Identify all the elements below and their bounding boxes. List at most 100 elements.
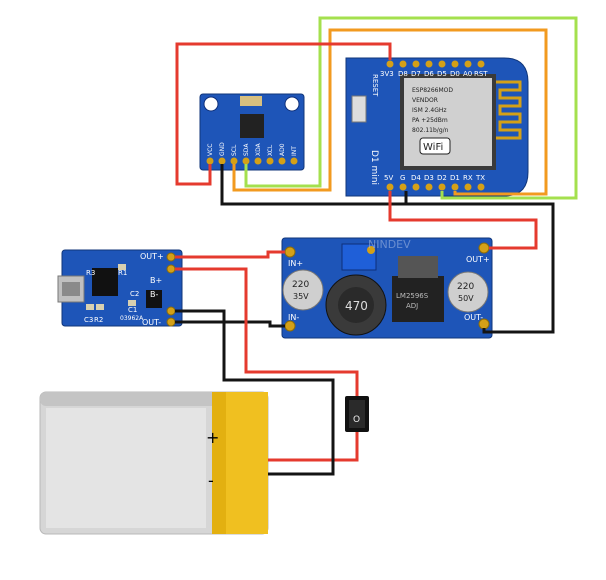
d1-bottom-label-rx: RX <box>463 174 473 182</box>
ic-label-2: ADJ <box>406 302 418 310</box>
mpu-pin-label-xda: XDA <box>255 142 262 156</box>
d1-top-label-d7: D7 <box>411 70 421 78</box>
charger-pad-b-plus <box>166 264 176 274</box>
d1-pin-tx <box>477 183 485 191</box>
mpu-pin-xda <box>254 157 262 165</box>
d1-pin-d1 <box>451 183 459 191</box>
d1-pin-d3 <box>425 183 433 191</box>
charger-b-plus-label: B+ <box>150 276 162 285</box>
d1-bottom-pins <box>386 183 485 191</box>
charger-pad-b-minus <box>166 306 176 316</box>
d1-bottom-label-d3: D3 <box>424 174 434 182</box>
d1-top-label-rst: RST <box>474 70 488 78</box>
mpu-pin-label-xcl: XCL <box>267 144 274 156</box>
mpu-mount-hole <box>284 96 300 112</box>
mpu-pin-scl <box>230 157 238 165</box>
mpu-pin-vcc <box>206 157 214 165</box>
charger-out-plus-label: OUT+ <box>140 252 164 261</box>
mpu-pin-label-int: INT <box>291 146 298 156</box>
wire-gnd-to-g <box>220 164 408 206</box>
charger-board-text: 03962A <box>120 315 144 322</box>
mpu-pin-label-sda: SDA <box>243 143 250 156</box>
d1-reset-button <box>351 95 367 123</box>
wire-charger-gnd-to-buck-gnd <box>175 320 285 328</box>
wires <box>175 16 578 476</box>
d1-pin-d0 <box>451 60 459 68</box>
mpu-pin-xcl <box>266 157 274 165</box>
esp-label-3: ISM 2.4GHz <box>412 107 447 114</box>
buck-pad-in-minus <box>284 320 296 332</box>
charger-module: R3 R1 C2 C1 C3 R2 03962A OUT+ B+ B- OUT- <box>57 249 183 327</box>
wire-bminus-to-battery-minus <box>175 309 335 476</box>
d1-pin-d8 <box>399 60 407 68</box>
d1-bottom-label-tx: TX <box>475 174 485 182</box>
charger-label-c2: C2 <box>130 290 139 298</box>
d1-pin-3v3 <box>386 60 394 68</box>
buck-capacitor-right <box>447 271 489 313</box>
buck-converter: IN+ IN- OUT+ OUT- 220 35V 470 LM2596S AD… <box>281 237 493 339</box>
wire-sda-to-d2 <box>244 16 578 200</box>
smd-component <box>128 300 136 306</box>
mpu-regulator <box>240 96 262 106</box>
watermark: NINDEV <box>368 238 411 251</box>
d1-pin-d7 <box>412 60 420 68</box>
buck-out-minus-label: OUT- <box>464 313 483 322</box>
smd-component <box>86 304 94 310</box>
cap-left-voltage: 35V <box>293 292 309 301</box>
cap-left-value: 220 <box>292 280 309 290</box>
wire-vcc-to-3v3 <box>175 42 392 186</box>
smd-component <box>118 264 126 270</box>
d1-top-label-d0: D0 <box>450 70 460 78</box>
d1-mini-board: ESP8266MOD VENDOR ISM 2.4GHz PA +25dBm 8… <box>345 57 529 197</box>
switch-rocker <box>349 400 365 428</box>
lipo-battery: + - <box>39 391 269 535</box>
buck-in-minus-label: IN- <box>288 313 299 322</box>
smd-component <box>96 304 104 310</box>
d1-pin-d4 <box>412 183 420 191</box>
mpu-pin-label-ad0: AD0 <box>279 143 286 156</box>
mpu-title: GY-521 <box>248 82 269 89</box>
buck-ic <box>392 276 444 322</box>
charger-pad-out-minus <box>166 317 176 327</box>
battery-top-edge <box>40 392 268 406</box>
mpu-pin-row <box>206 157 298 165</box>
wire-g-to-buck-out-minus <box>406 202 555 334</box>
wire-scl-to-d1 <box>232 28 548 196</box>
charger-label-c3: C3 <box>84 316 93 324</box>
d1-pin-d6 <box>425 60 433 68</box>
buck-pad-in-plus <box>284 246 296 258</box>
cap-right-voltage: 50V <box>458 294 474 303</box>
mpu6050-module: GY-521 VCC GND SCL SDA XDA XCL AD0 INT <box>199 82 305 171</box>
d1-top-label-a0: A0 <box>463 70 472 78</box>
mpu-pin-ad0 <box>278 157 286 165</box>
d1-pin-5v <box>386 183 394 191</box>
wire-charger-out-to-buck-in <box>175 250 285 259</box>
wire-bplus-to-switch <box>175 267 359 396</box>
charger-label-r2: R2 <box>94 316 103 324</box>
pcb-antenna <box>496 80 522 140</box>
mpu-pin-label-scl: SCL <box>231 144 238 156</box>
charger-out-minus-label: OUT- <box>142 318 161 327</box>
d1-bottom-label-d2: D2 <box>437 174 447 182</box>
d1-pin-g <box>399 183 407 191</box>
protection-chip <box>146 290 162 308</box>
d1-pin-rx <box>464 183 472 191</box>
mpu-mount-hole <box>203 96 219 112</box>
battery-minus-label: - <box>208 471 214 490</box>
charger-label-r3: R3 <box>86 269 95 277</box>
battery-plus-label: + <box>206 428 219 447</box>
d1-top-pins <box>386 60 485 68</box>
charger-label-r1: R1 <box>118 269 127 277</box>
power-switch: O <box>345 396 369 432</box>
d1-pin-d5 <box>438 60 446 68</box>
buck-ic-tab <box>398 256 438 278</box>
d1-bottom-label-d4: D4 <box>411 174 421 182</box>
d1-board-label: D1 mini <box>369 150 379 185</box>
d1-top-label-d8: D8 <box>398 70 408 78</box>
mpu-chip <box>240 114 264 138</box>
cap-right-value: 220 <box>457 282 474 292</box>
mpu-pin-label-vcc: VCC <box>207 144 214 156</box>
buck-out-plus-label: OUT+ <box>466 255 490 264</box>
inductor-value: 470 <box>345 299 368 313</box>
